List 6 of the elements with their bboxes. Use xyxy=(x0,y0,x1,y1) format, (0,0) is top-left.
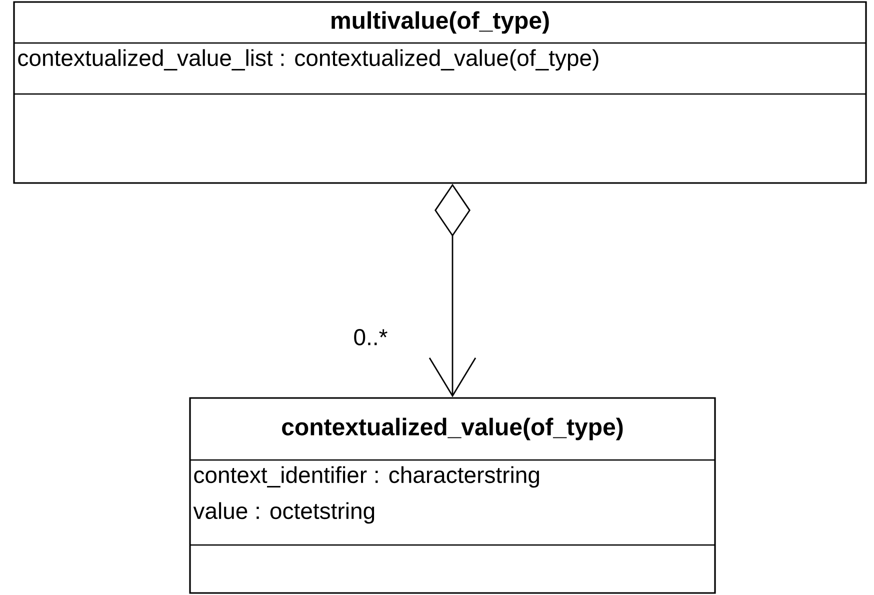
attribute-text: contextualized_value_list : contextualized_value(of_type) xyxy=(18,49,598,71)
class-name: contextualized_value(of_type) xyxy=(282,418,623,440)
multiplicity-label: 0..* xyxy=(354,329,388,346)
attribute-text: value : octetstring xyxy=(193,502,374,524)
class-name: multivalue(of_type) xyxy=(332,11,549,34)
attribute-text: context_identifier : characterstring xyxy=(194,466,539,488)
